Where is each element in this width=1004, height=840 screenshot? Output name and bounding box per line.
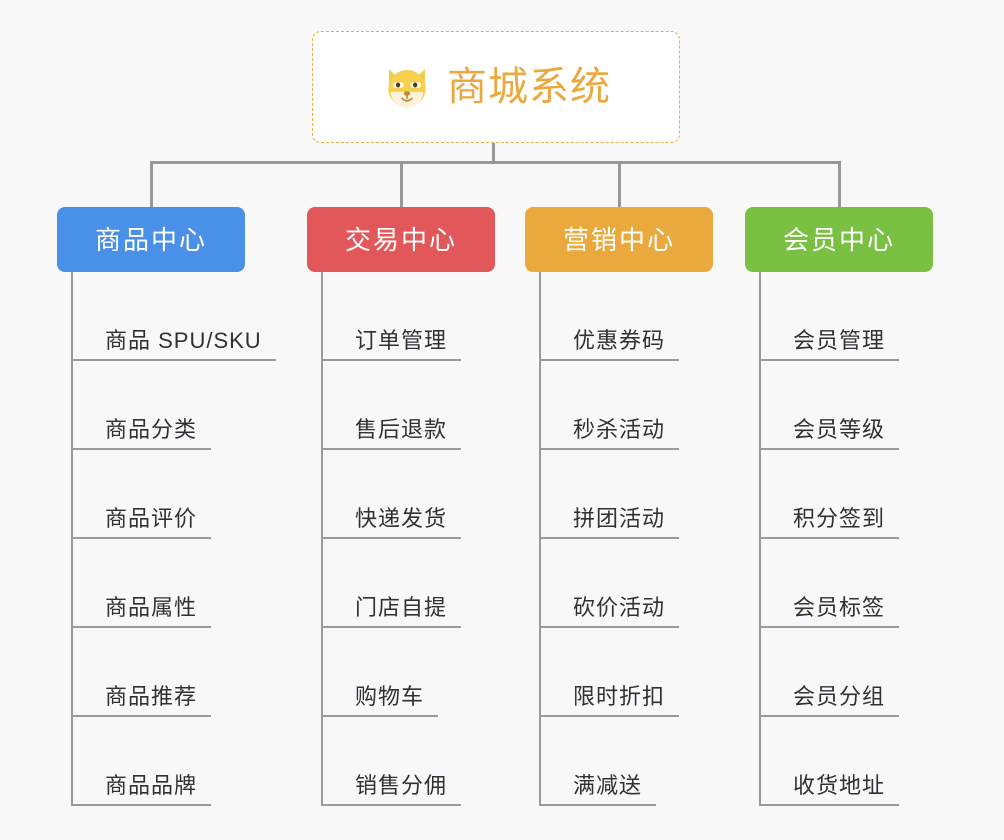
item-underline: 售后退款 — [321, 416, 462, 450]
connector-drop-3 — [618, 161, 621, 208]
item-underline: 限时折扣 — [539, 683, 680, 717]
item-label: 会员标签 — [793, 594, 886, 620]
item-label: 商品属性 — [105, 594, 198, 620]
column-header-trade-center[interactable]: 交易中心 — [307, 207, 495, 272]
column-header-label: 商品中心 — [94, 224, 207, 255]
item-label: 销售分佣 — [355, 772, 448, 798]
list-item[interactable]: 收货地址 — [745, 717, 933, 806]
item-label: 购物车 — [355, 683, 425, 709]
item-list-marketing-center: 优惠券码 秒杀活动 拼团活动 砍价活动 限时折扣 满减送 — [525, 272, 713, 806]
item-underline: 购物车 — [321, 683, 439, 717]
connector-root-stem — [492, 143, 495, 164]
list-item[interactable]: 购物车 — [307, 628, 495, 717]
list-item[interactable]: 砍价活动 — [525, 539, 713, 628]
item-underline: 会员标签 — [759, 594, 900, 628]
column-trade-center: 交易中心 订单管理 售后退款 快递发货 门店自提 购物车 销售分佣 — [307, 207, 495, 806]
item-label: 满减送 — [573, 772, 643, 798]
item-underline: 商品推荐 — [71, 683, 212, 717]
item-label: 售后退款 — [355, 416, 448, 442]
column-member-center: 会员中心 会员管理 会员等级 积分签到 会员标签 会员分组 收货地址 — [745, 207, 933, 806]
item-label: 拼团活动 — [573, 505, 666, 531]
item-list-trade-center: 订单管理 售后退款 快递发货 门店自提 购物车 销售分佣 — [307, 272, 495, 806]
column-product-center: 商品中心 商品 SPU/SKU 商品分类 商品评价 商品属性 商品推荐 商品品牌 — [57, 207, 276, 806]
item-underline: 会员分组 — [759, 683, 900, 717]
column-marketing-center: 营销中心 优惠券码 秒杀活动 拼团活动 砍价活动 限时折扣 满减送 — [525, 207, 713, 806]
item-underline: 秒杀活动 — [539, 416, 680, 450]
item-label: 会员分组 — [793, 683, 886, 709]
root-node[interactable]: 商城系统 — [312, 31, 680, 143]
connector-drop-1 — [150, 161, 153, 208]
item-label: 会员管理 — [793, 327, 886, 353]
list-item[interactable]: 会员管理 — [745, 272, 933, 361]
item-underline: 砍价活动 — [539, 594, 680, 628]
list-item[interactable]: 商品分类 — [57, 361, 245, 450]
list-item[interactable]: 商品评价 — [57, 450, 245, 539]
item-label: 商品分类 — [105, 416, 198, 442]
list-item[interactable]: 门店自提 — [307, 539, 495, 628]
item-underline: 积分签到 — [759, 505, 900, 539]
item-label: 门店自提 — [355, 594, 448, 620]
item-label: 积分签到 — [793, 505, 886, 531]
item-label: 商品推荐 — [105, 683, 198, 709]
column-header-label: 会员中心 — [782, 224, 895, 255]
item-list-product-center: 商品 SPU/SKU 商品分类 商品评价 商品属性 商品推荐 商品品牌 — [57, 272, 276, 806]
item-label: 会员等级 — [793, 416, 886, 442]
item-label: 商品评价 — [105, 505, 198, 531]
item-underline: 商品属性 — [71, 594, 212, 628]
list-item[interactable]: 商品品牌 — [57, 717, 245, 806]
list-item[interactable]: 商品 SPU/SKU — [57, 272, 276, 361]
column-header-label: 交易中心 — [344, 224, 457, 255]
item-underline: 商品 SPU/SKU — [71, 327, 276, 361]
list-item[interactable]: 限时折扣 — [525, 628, 713, 717]
item-label: 快递发货 — [355, 505, 448, 531]
item-underline: 收货地址 — [759, 772, 900, 806]
list-item[interactable]: 会员分组 — [745, 628, 933, 717]
list-item[interactable]: 订单管理 — [307, 272, 495, 361]
list-item[interactable]: 商品属性 — [57, 539, 245, 628]
column-header-marketing-center[interactable]: 营销中心 — [525, 207, 713, 272]
item-underline: 门店自提 — [321, 594, 462, 628]
item-label: 订单管理 — [355, 327, 448, 353]
item-list-member-center: 会员管理 会员等级 积分签到 会员标签 会员分组 收货地址 — [745, 272, 933, 806]
item-underline: 会员等级 — [759, 416, 900, 450]
connector-drop-2 — [400, 161, 403, 208]
list-item[interactable]: 商品推荐 — [57, 628, 245, 717]
item-underline: 快递发货 — [321, 505, 462, 539]
list-item[interactable]: 拼团活动 — [525, 450, 713, 539]
item-underline: 订单管理 — [321, 327, 462, 361]
item-underline: 商品评价 — [71, 505, 212, 539]
column-header-label: 营销中心 — [562, 224, 675, 255]
connector-drop-4 — [838, 161, 841, 208]
list-item[interactable]: 会员等级 — [745, 361, 933, 450]
shiba-dog-face-icon — [388, 69, 426, 109]
column-header-member-center[interactable]: 会员中心 — [745, 207, 933, 272]
list-item[interactable]: 快递发货 — [307, 450, 495, 539]
list-item[interactable]: 秒杀活动 — [525, 361, 713, 450]
connector-horizontal-bar — [150, 161, 841, 164]
item-underline: 优惠券码 — [539, 327, 680, 361]
list-item[interactable]: 会员标签 — [745, 539, 933, 628]
item-underline: 商品分类 — [71, 416, 212, 450]
root-title: 商城系统 — [447, 65, 611, 109]
list-item[interactable]: 积分签到 — [745, 450, 933, 539]
list-item[interactable]: 销售分佣 — [307, 717, 495, 806]
root-node-content: 商城系统 — [381, 61, 611, 113]
list-item[interactable]: 售后退款 — [307, 361, 495, 450]
item-label: 限时折扣 — [573, 683, 666, 709]
item-label: 商品品牌 — [105, 772, 198, 798]
item-label: 收货地址 — [793, 772, 886, 798]
item-label: 秒杀活动 — [573, 416, 666, 442]
list-item[interactable]: 优惠券码 — [525, 272, 713, 361]
item-underline: 满减送 — [539, 772, 657, 806]
list-item[interactable]: 满减送 — [525, 717, 713, 806]
item-label: 商品 SPU/SKU — [105, 327, 262, 353]
item-underline: 商品品牌 — [71, 772, 212, 806]
item-label: 砍价活动 — [573, 594, 666, 620]
item-underline: 会员管理 — [759, 327, 900, 361]
column-header-product-center[interactable]: 商品中心 — [57, 207, 245, 272]
item-underline: 销售分佣 — [321, 772, 462, 806]
item-underline: 拼团活动 — [539, 505, 680, 539]
item-label: 优惠券码 — [573, 327, 666, 353]
